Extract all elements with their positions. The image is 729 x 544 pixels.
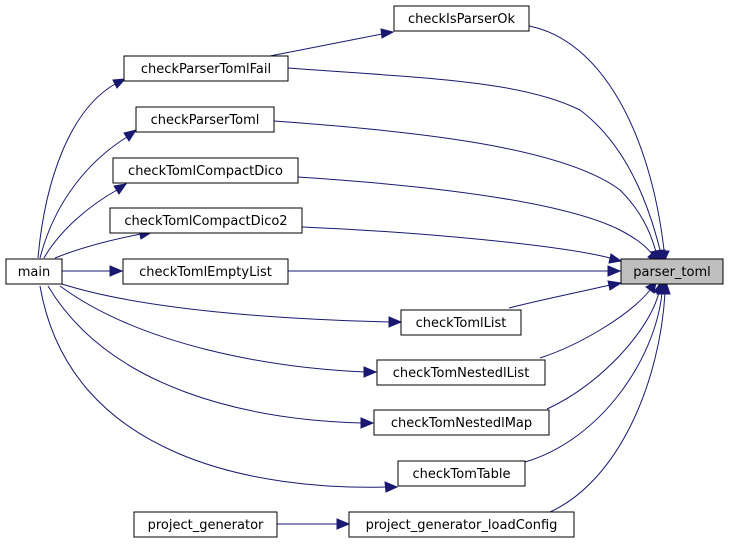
node-project_generator_loadConfig[interactable]: project_generator_loadConfig bbox=[348, 511, 575, 538]
edge-checkTomNestedlMap-to-parser_toml bbox=[546, 280, 665, 410]
node-label: checkTomlCompactDico2 bbox=[124, 214, 287, 229]
edge-checkTomNestedlList-to-parser_toml bbox=[539, 281, 657, 359]
node-label: checkTomlCompactDico bbox=[128, 164, 283, 179]
edge-main-to-checkParserToml bbox=[39, 129, 138, 259]
node-label: project_generator bbox=[148, 518, 264, 533]
node-project_generator[interactable]: project_generator bbox=[133, 511, 278, 538]
edge-main-to-checkTomlCompactDico2 bbox=[54, 229, 154, 259]
edge-main-to-checkTomlList bbox=[61, 283, 403, 328]
node-checkTomlCompactDico[interactable]: checkTomlCompactDico bbox=[112, 157, 299, 184]
edge-project_generator-to-project_generator_loadConfig bbox=[277, 518, 351, 530]
edge-checkTomlList-to-parser_toml bbox=[508, 280, 623, 309]
node-checkTomlList[interactable]: checkTomlList bbox=[400, 309, 522, 336]
edge-checkIsParserOk-to-parser_toml bbox=[528, 25, 670, 264]
node-checkIsParserOk[interactable]: checkIsParserOk bbox=[393, 5, 530, 32]
edge-main-to-checkTomNestedlMap bbox=[47, 285, 375, 429]
node-parser_toml[interactable]: parser_toml bbox=[620, 258, 724, 285]
node-checkParserTomlFail[interactable]: checkParserTomlFail bbox=[123, 55, 289, 82]
edge-main-to-checkTomNestedlList bbox=[59, 285, 378, 378]
node-checkTomNestedlMap[interactable]: checkTomNestedlMap bbox=[373, 409, 550, 436]
edge-checkTomlEmptyList-to-parser_toml bbox=[288, 265, 622, 277]
node-checkTomTable[interactable]: checkTomTable bbox=[397, 460, 526, 487]
edge-main-to-checkTomlEmptyList bbox=[62, 265, 124, 277]
node-label: checkTomlList bbox=[416, 316, 507, 331]
node-label: parser_toml bbox=[633, 265, 711, 280]
edge-project_generator_loadConfig-to-parser_toml bbox=[549, 280, 671, 513]
node-label: checkIsParserOk bbox=[408, 12, 516, 27]
edge-checkParserTomlFail-to-checkIsParserOk bbox=[269, 28, 395, 57]
edge-checkTomlCompactDico-to-parser_toml bbox=[297, 176, 659, 263]
node-label: main bbox=[18, 265, 50, 280]
node-checkTomlEmptyList[interactable]: checkTomlEmptyList bbox=[122, 258, 289, 285]
node-checkTomNestedlList[interactable]: checkTomNestedlList bbox=[376, 359, 546, 386]
node-label: checkTomNestedlMap bbox=[391, 416, 532, 431]
edge-main-to-checkTomTable bbox=[39, 285, 399, 493]
node-label: checkTomTable bbox=[412, 467, 510, 482]
node-label: checkTomlEmptyList bbox=[139, 265, 272, 280]
node-label: project_generator_loadConfig bbox=[366, 518, 558, 533]
edge-main-to-checkTomlCompactDico bbox=[43, 183, 128, 259]
edge-checkParserTomlFail-to-parser_toml bbox=[287, 67, 666, 264]
edge-checkParserToml-to-parser_toml bbox=[273, 120, 662, 264]
node-label: checkTomNestedlList bbox=[393, 366, 530, 381]
node-checkTomlCompactDico2[interactable]: checkTomlCompactDico2 bbox=[109, 207, 303, 234]
node-label: checkParserTomlFail bbox=[141, 62, 271, 77]
edge-main-to-checkParserTomlFail bbox=[37, 78, 127, 259]
node-checkParserToml[interactable]: checkParserToml bbox=[135, 106, 275, 133]
node-label: checkParserToml bbox=[151, 113, 260, 128]
edge-checkTomlCompactDico2-to-parser_toml bbox=[301, 226, 623, 264]
node-main[interactable]: main bbox=[5, 258, 63, 285]
